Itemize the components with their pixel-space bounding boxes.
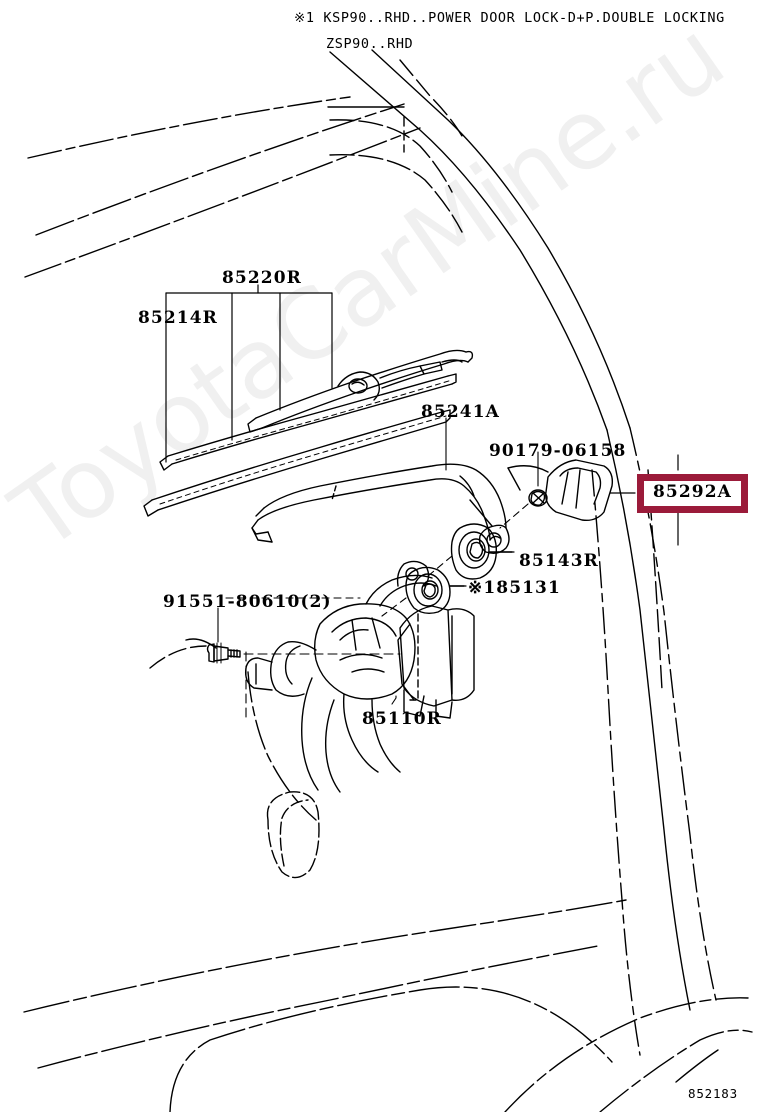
note-line-2: ZSP90..RHD xyxy=(326,36,414,52)
hatch-inner-panel-arc xyxy=(149,638,317,821)
drawing-code: 852183 xyxy=(688,1086,738,1101)
assembly-dashed-leaders xyxy=(225,503,529,617)
wiper-arm-85241a xyxy=(251,463,510,555)
motor-mount-construction-lines xyxy=(243,651,401,721)
part-label-90179-06158[interactable]: 90179-06158 xyxy=(489,441,627,461)
callout-leader-lines xyxy=(609,454,679,546)
lower-body-swage-lines xyxy=(23,899,753,1112)
seal-callout-leaders xyxy=(449,551,515,587)
wiper-pivot-cap-85292a xyxy=(507,459,614,522)
wiper-blade-assembly-85220r xyxy=(143,349,474,517)
upper-bracket-detail xyxy=(327,106,463,233)
part-label-91551-80610[interactable]: 91551-80610(2) xyxy=(163,592,332,612)
hatch-right-contour xyxy=(591,427,717,1056)
body-grommet-oval xyxy=(266,791,320,879)
note-line-1: ※1 KSP90..RHD..POWER DOOR LOCK-D+P.DOUBL… xyxy=(294,10,725,26)
part-label-85241a[interactable]: 85241A xyxy=(421,402,500,422)
blade-callout-bracket xyxy=(165,284,333,463)
part-label-85220r[interactable]: 85220R xyxy=(222,268,302,288)
mounting-screw-91551-80610 xyxy=(206,607,241,664)
part-label-85292a-highlighted[interactable]: 85292A xyxy=(637,474,748,513)
part-label-85143r[interactable]: 85143R xyxy=(519,551,599,571)
part-label-85214r[interactable]: 85214R xyxy=(138,308,218,328)
part-label-185131[interactable]: ※185131 xyxy=(468,578,561,598)
part-label-85110r[interactable]: 85110R xyxy=(362,709,442,729)
rear-window-glass-lines xyxy=(24,96,421,278)
pivot-nut-90179-06158 xyxy=(528,451,548,507)
hatch-pillar-outline xyxy=(329,49,631,431)
